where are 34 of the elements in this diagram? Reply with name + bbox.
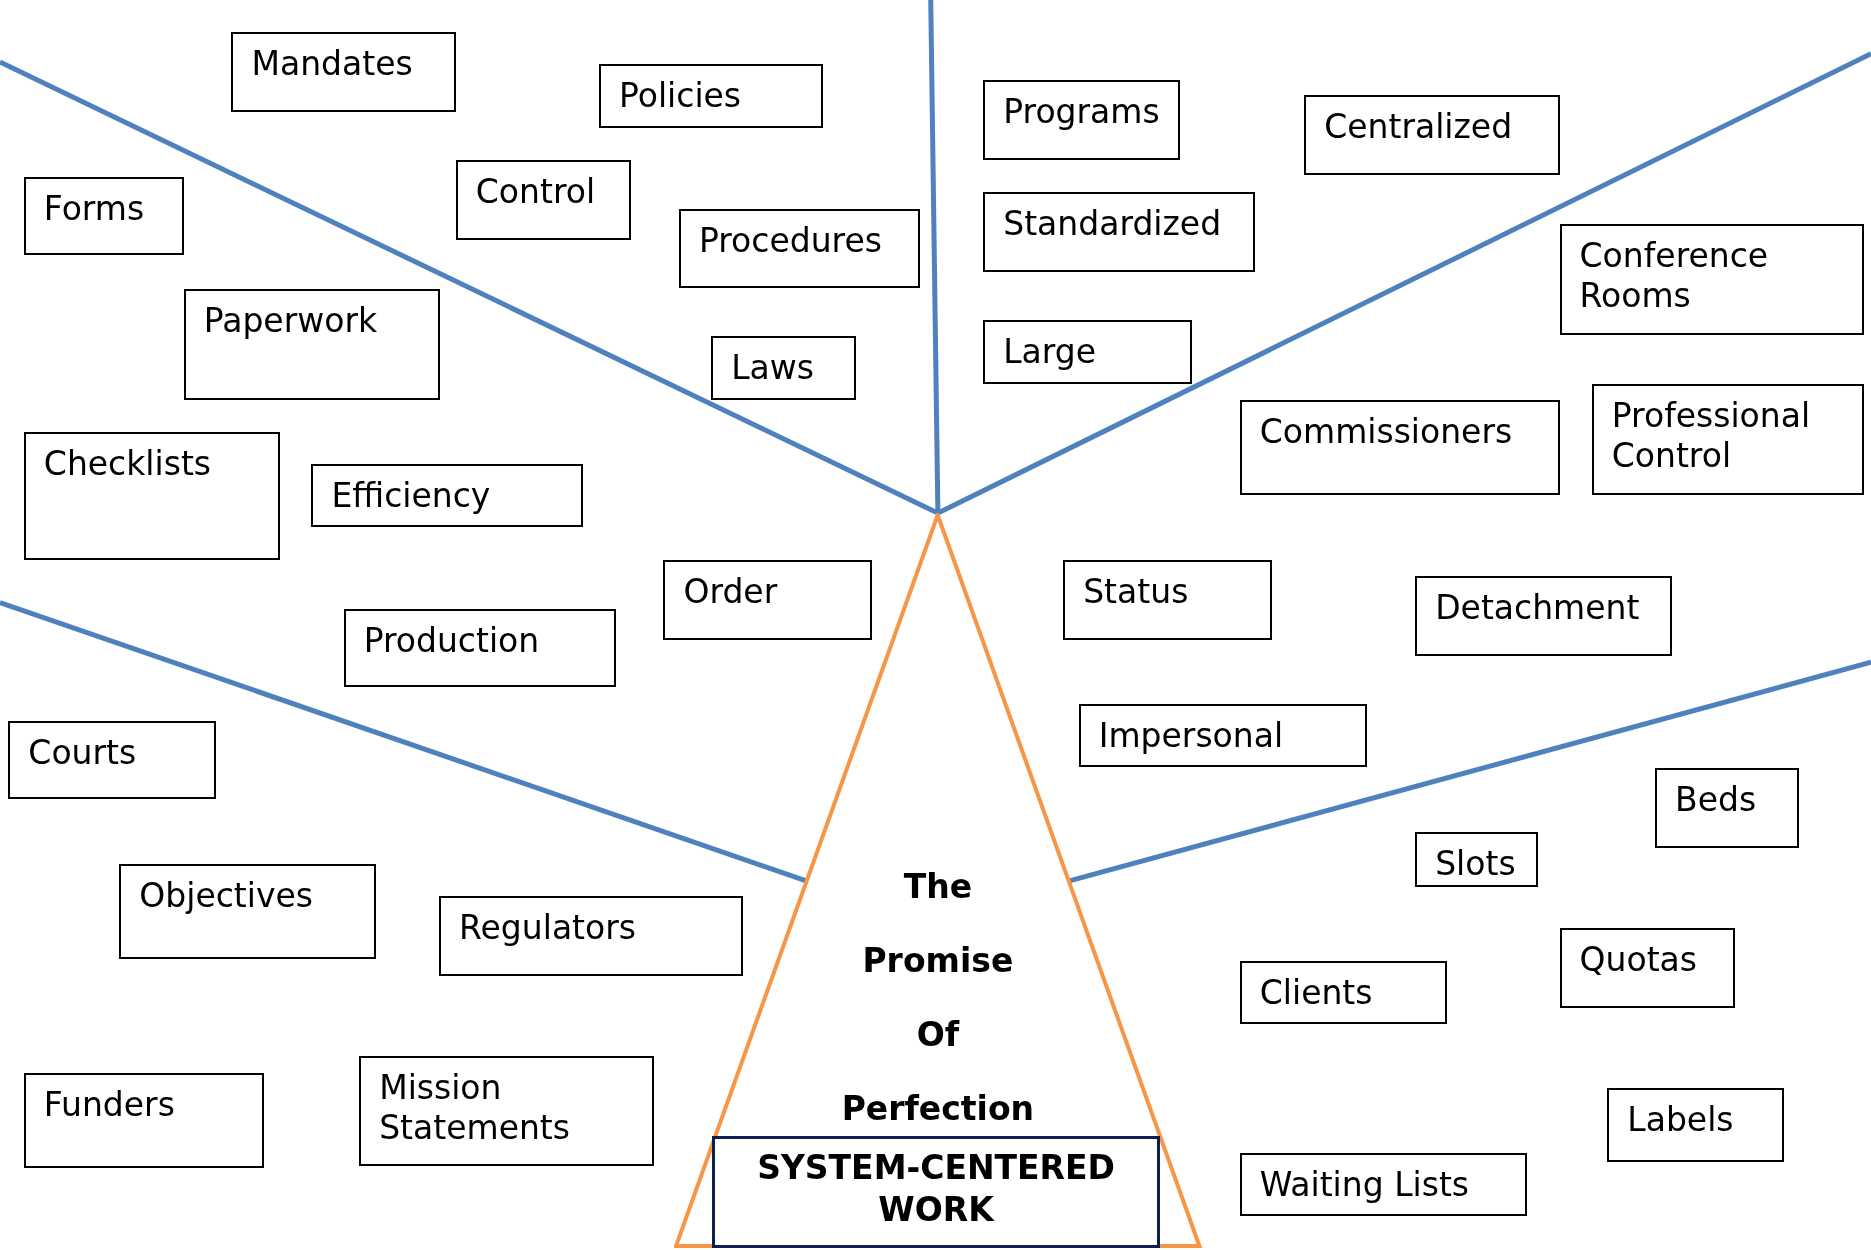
term-box: Impersonal bbox=[1078, 704, 1368, 768]
term-box: Clients bbox=[1239, 960, 1448, 1024]
term-box: Laws bbox=[711, 336, 856, 400]
term-box: Standardized bbox=[983, 192, 1256, 273]
term-box: Programs bbox=[983, 79, 1181, 160]
term-box: Mission Statements bbox=[359, 1056, 654, 1166]
term-box: Efficiency bbox=[311, 464, 584, 528]
term-box: Production bbox=[343, 608, 616, 688]
term-box: Detachment bbox=[1415, 576, 1672, 657]
term-box: Paperwork bbox=[183, 288, 441, 400]
term-box: Policies bbox=[599, 64, 824, 128]
term-box: Procedures bbox=[678, 208, 920, 288]
term-box: Order bbox=[663, 559, 873, 640]
term-box: Professional Control bbox=[1591, 384, 1864, 496]
term-box: Forms bbox=[23, 176, 184, 256]
term-box: Quotas bbox=[1559, 928, 1735, 1009]
term-box: Objectives bbox=[119, 863, 376, 960]
term-box: Centralized bbox=[1304, 95, 1560, 176]
core-box: SYSTEM-CENTERED WORK bbox=[712, 1135, 1160, 1249]
term-box: Commissioners bbox=[1239, 399, 1560, 496]
term-box: Funders bbox=[23, 1072, 264, 1169]
triangle-label: The Promise Of Perfection bbox=[840, 865, 1036, 1130]
term-box: Beds bbox=[1655, 768, 1800, 849]
term-box: Mandates bbox=[231, 32, 456, 113]
term-box: Conference Rooms bbox=[1559, 224, 1864, 336]
term-box: Waiting Lists bbox=[1239, 1152, 1528, 1216]
term-box: Courts bbox=[8, 720, 216, 800]
term-box: Labels bbox=[1607, 1088, 1784, 1163]
term-box: Regulators bbox=[439, 896, 744, 977]
term-box: Status bbox=[1063, 559, 1272, 640]
term-box: Large bbox=[983, 319, 1193, 385]
term-box: Control bbox=[455, 159, 632, 240]
term-box: Slots bbox=[1415, 831, 1539, 887]
term-box: Checklists bbox=[23, 431, 281, 560]
